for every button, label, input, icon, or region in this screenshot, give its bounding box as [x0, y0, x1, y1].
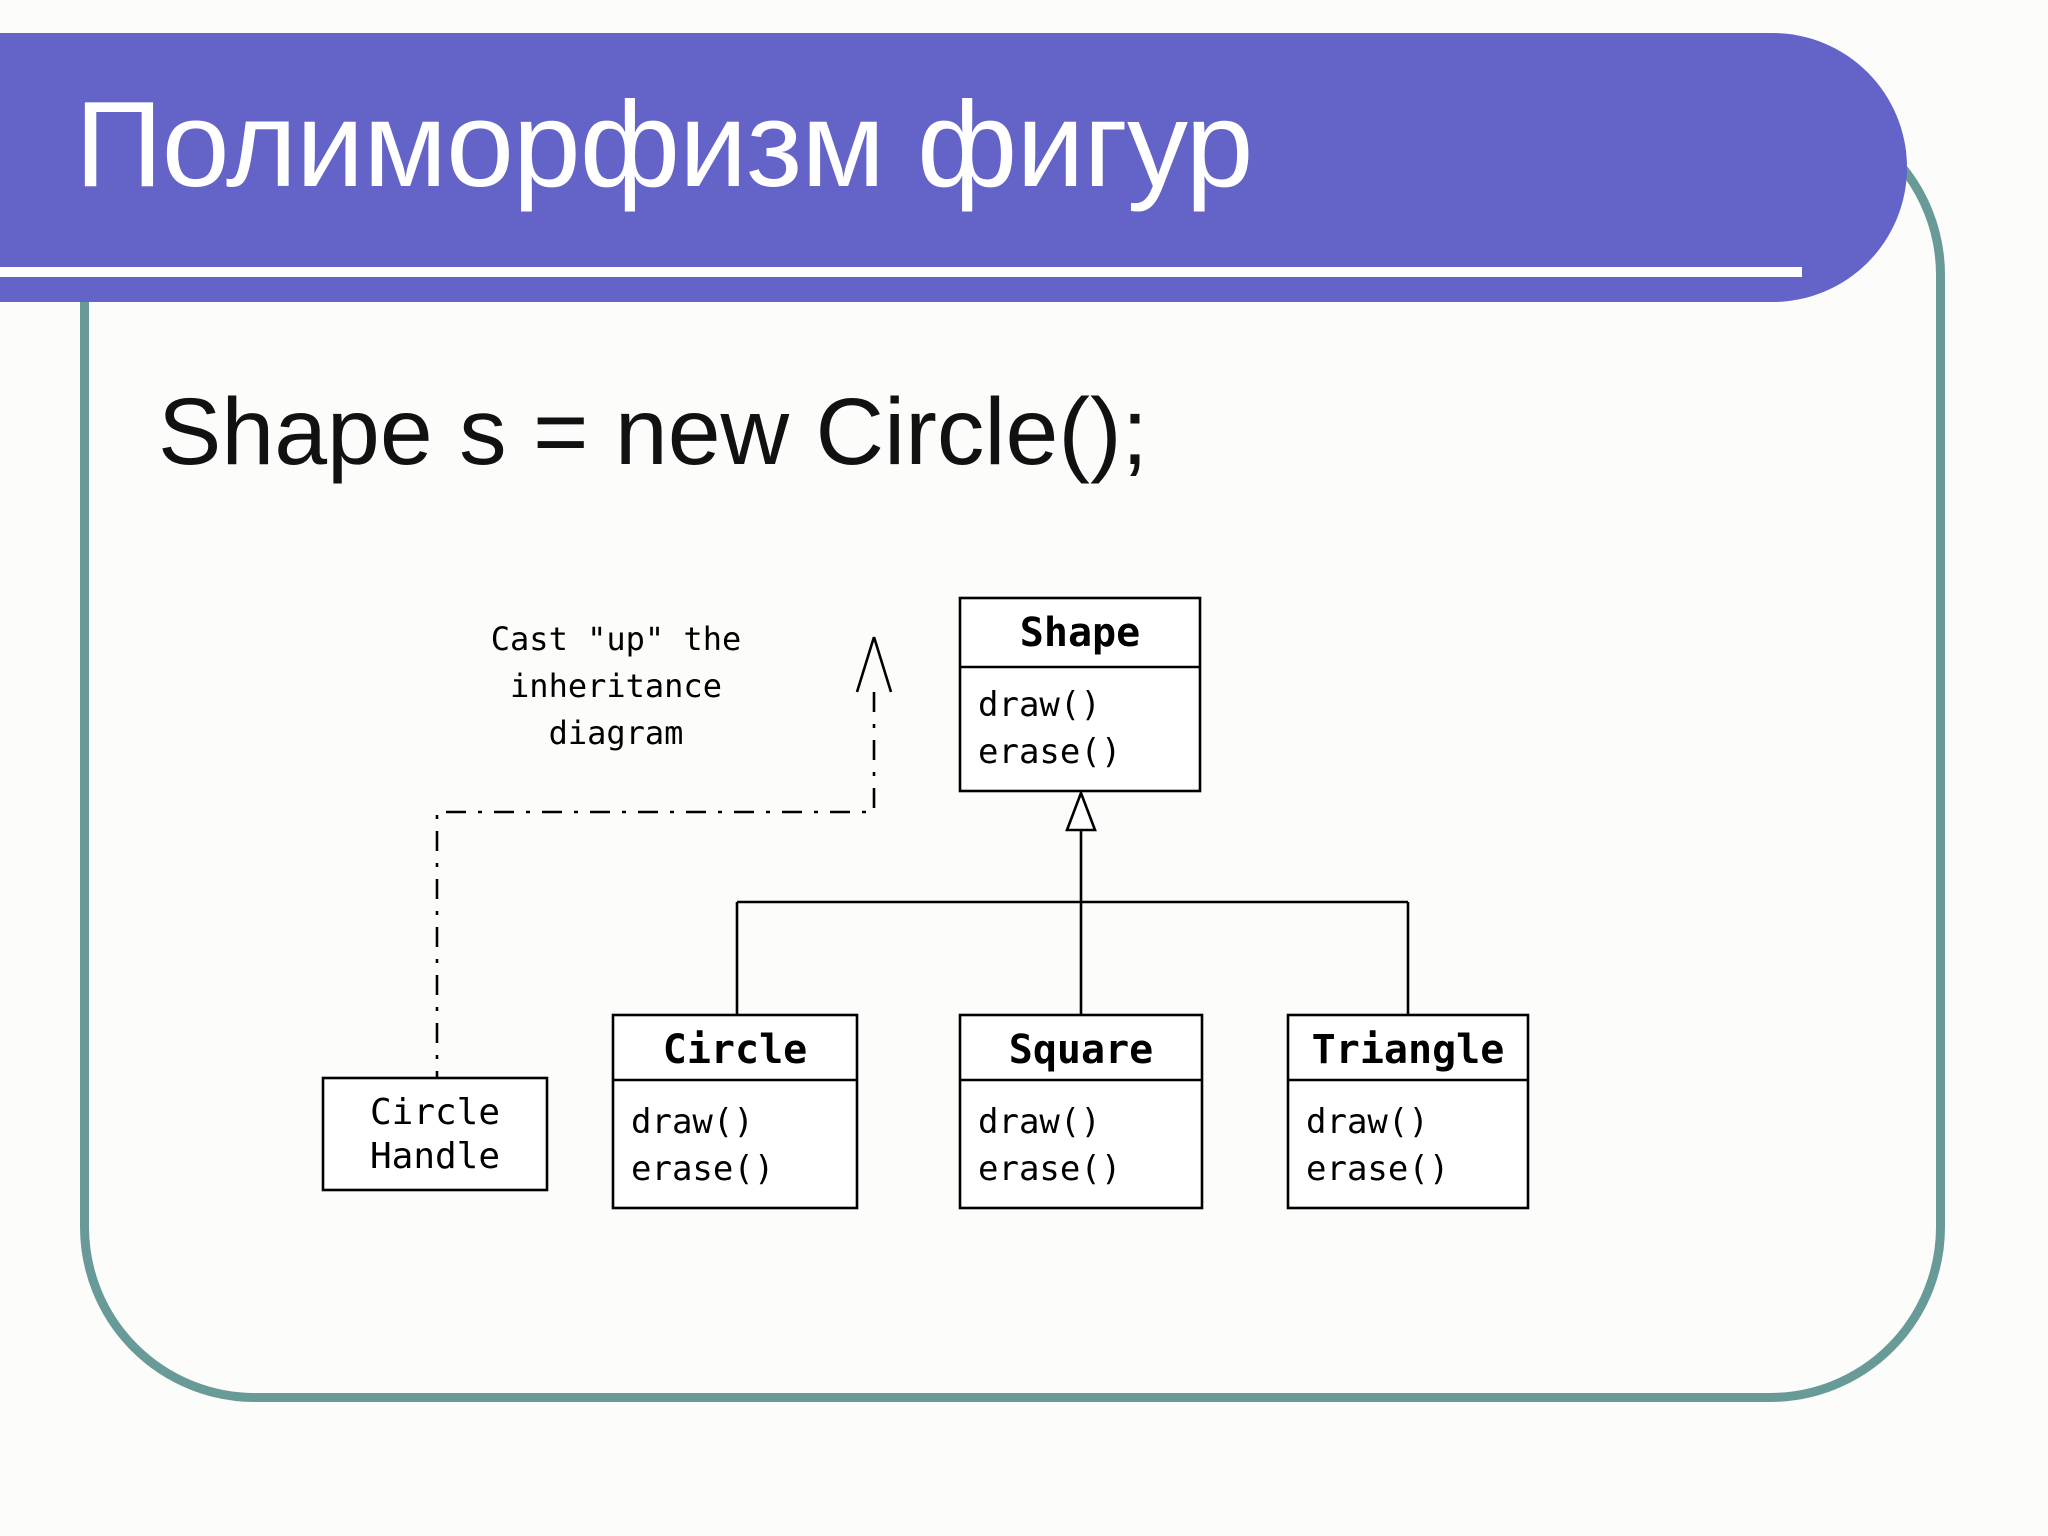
class-method: erase() [978, 732, 1121, 772]
class-box-square [958, 1013, 1204, 1210]
class-method: draw() [1306, 1102, 1429, 1142]
banner-underline [0, 267, 1802, 277]
class-title-shape: Shape [1020, 610, 1140, 656]
class-title-circle: Circle [663, 1027, 808, 1073]
class-method: draw() [978, 1102, 1101, 1142]
upcast-arrow-path [435, 692, 876, 1078]
class-method: draw() [978, 685, 1101, 725]
cast-annotation-line1: Cast "up" the [491, 620, 741, 658]
cast-annotation-line2: inheritance [510, 667, 722, 705]
class-method: erase() [1306, 1149, 1449, 1189]
title-banner: Полиморфизм фигур [0, 33, 1907, 302]
class-title-triangle: Triangle [1312, 1027, 1505, 1073]
cast-annotation-line3: diagram [549, 714, 684, 752]
class-box-circle [611, 1013, 859, 1210]
slide-title: Полиморфизм фигур [75, 76, 1254, 212]
class-method: erase() [978, 1149, 1121, 1189]
class-box-triangle [1286, 1013, 1530, 1210]
upcast-arrowhead-right [872, 636, 893, 693]
circle-handle-line2: Handle [370, 1136, 500, 1177]
code-line: Shape s = new Circle(); [158, 379, 1148, 485]
class-method: erase() [631, 1149, 774, 1189]
class-title-square: Square [1009, 1027, 1154, 1073]
class-method: draw() [631, 1102, 754, 1142]
circle-handle-line1: Circle [370, 1092, 500, 1133]
inheritance-arrowhead-icon [1065, 789, 1097, 832]
upcast-arrowhead-left [855, 636, 876, 693]
class-box-shape [958, 596, 1202, 793]
circle-handle-box [321, 1076, 549, 1192]
